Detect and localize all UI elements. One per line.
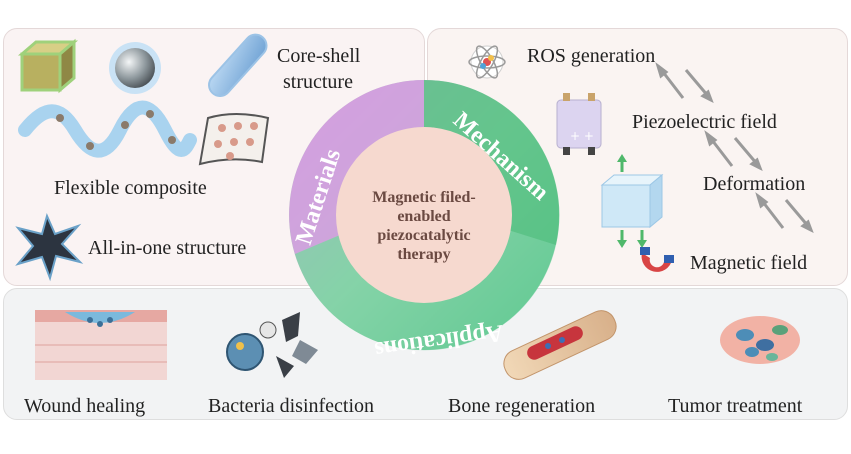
label-ros-generation: ROS generation: [527, 45, 656, 67]
label-deformation: Deformation: [703, 173, 806, 195]
center-line-2: enabled: [397, 208, 451, 225]
mechanism-arrows: [655, 62, 814, 234]
center-line-3: piezocatalytic: [377, 227, 471, 244]
piezo-battery-icon: + +: [556, 93, 602, 155]
label-all-in-one: All-in-one structure: [88, 237, 247, 259]
center-title: Magnetic filed- enabled piezocatalytic t…: [349, 188, 499, 264]
bone-icon: [503, 310, 617, 380]
label-bone-regeneration: Bone regeneration: [448, 395, 596, 417]
center-line-4: therapy: [397, 246, 451, 263]
svg-text:+ +: + +: [570, 129, 594, 143]
all-in-one-star-icon: [15, 213, 84, 282]
flexible-fiber-icon: [18, 100, 197, 158]
label-magnetic-field: Magnetic field: [690, 252, 808, 274]
core-shell-sphere-icon: [109, 42, 161, 94]
flexible-film-icon: [198, 113, 270, 166]
ros-atom-icon: [468, 45, 506, 79]
center-disk: [336, 127, 512, 303]
tumor-cells-icon: [720, 316, 800, 364]
mechanism-arc: [424, 79, 560, 245]
cube-nanoparticle-icon: [17, 38, 79, 94]
wound-skin-icon: [35, 310, 167, 380]
label-flexible-composite: Flexible composite: [54, 177, 207, 199]
bacteria-icon: [226, 312, 318, 378]
label-core-shell-2: structure: [283, 71, 353, 93]
label-tumor-treatment: Tumor treatment: [668, 395, 803, 417]
label-core-shell-1: Core-shell: [277, 45, 361, 67]
magnet-icon: [640, 247, 674, 272]
deformation-cube-icon: [600, 154, 664, 248]
label-wound-healing: Wound healing: [24, 395, 146, 417]
center-line-1: Magnetic filed-: [372, 189, 476, 206]
central-ring: Materials Mechanism Applications: [289, 79, 560, 363]
core-shell-rod-icon: [208, 33, 268, 98]
label-bacteria-disinfection: Bacteria disinfection: [208, 395, 375, 417]
label-piezoelectric-field: Piezoelectric field: [632, 111, 777, 133]
applications-arc: [295, 230, 556, 351]
arrow-ros-down: [661, 71, 685, 99]
materials-arc: [289, 80, 424, 254]
